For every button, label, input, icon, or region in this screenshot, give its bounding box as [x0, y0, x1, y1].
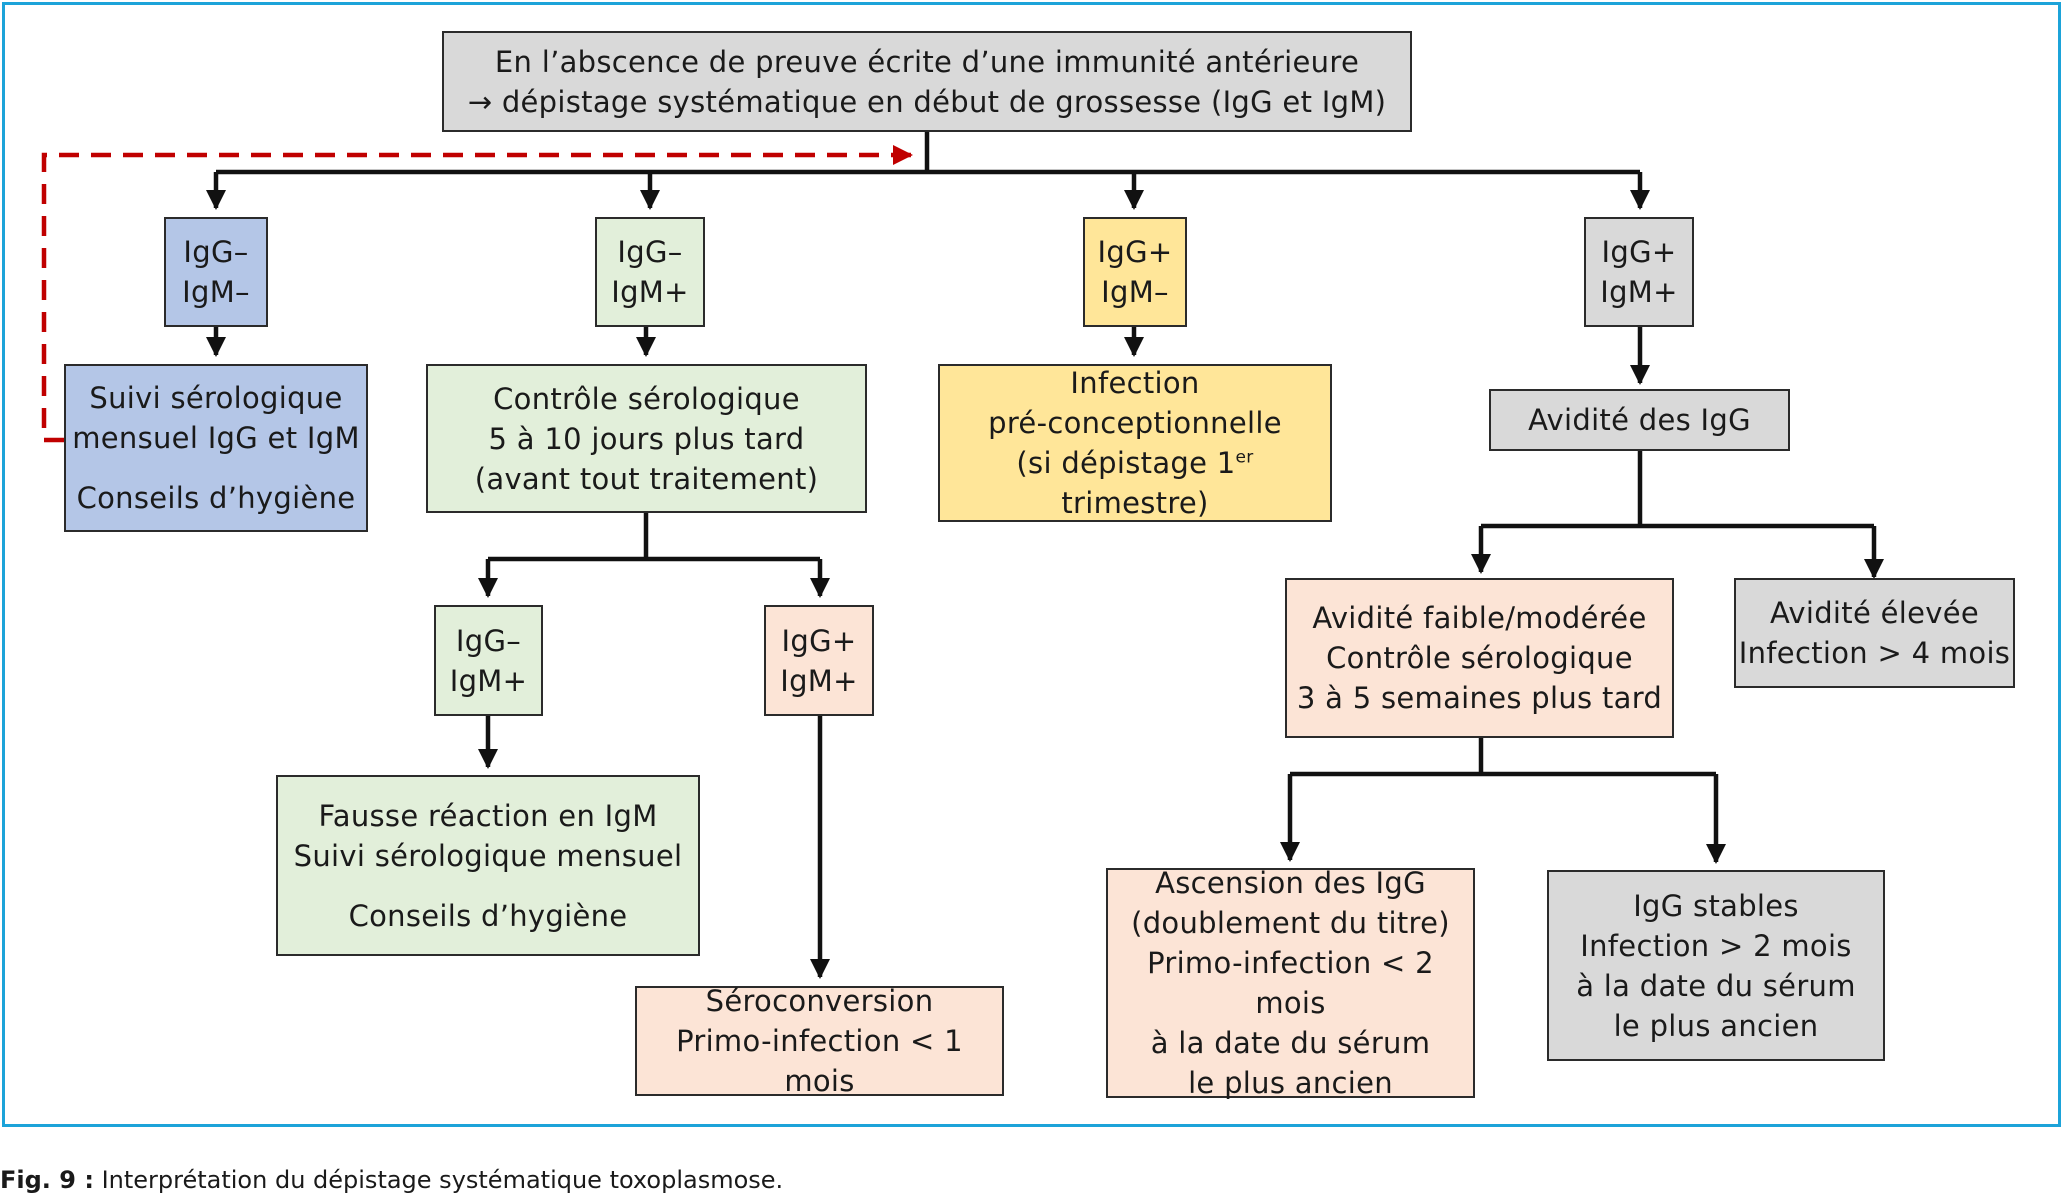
infection-line-2: pré-conceptionnelle	[988, 406, 1282, 440]
ascension-line-3: Primo-infection < 2 mois	[1147, 946, 1434, 1020]
result-igg-neg-igm-pos: IgG– IgM+	[595, 217, 705, 327]
result-igg-neg-igm-neg: IgG– IgM–	[164, 217, 268, 327]
infection-preconceptionnelle-box: Infection pré-conceptionnelle (si dépist…	[938, 364, 1332, 522]
result-igm-label: IgM–	[1101, 275, 1169, 309]
ascension-igg-box: Ascension des IgG (doublement du titre) …	[1106, 866, 1475, 1100]
root-line-2: → dépistage systématique en début de gro…	[467, 84, 1387, 119]
result-igm-label: IgM+	[780, 663, 858, 698]
avidite-faible-box: Avidité faible/modérée Contrôle sérologi…	[1285, 578, 1674, 738]
root-box: En l’abscence de preuve écrite d’une imm…	[442, 31, 1412, 132]
controle-line-1: Contrôle sérologique	[493, 381, 800, 416]
seroconversion-line-2: Primo-infection < 1 mois	[676, 1024, 963, 1098]
stables-line-1: IgG stables	[1633, 888, 1799, 923]
sub-igg-pos-igm-pos: IgG+ IgM+	[764, 605, 874, 716]
suivi-line-3: Conseils d’hygiène	[76, 481, 356, 515]
infection-line-3: (si dépistage 1er trimestre)	[1016, 446, 1254, 520]
result-igm-label: IgM–	[182, 275, 250, 309]
igg-stables-box: IgG stables Infection > 2 mois à la date…	[1547, 870, 1885, 1061]
suivi-serologique-box: Suivi sérologique mensuel IgG et IgM Con…	[64, 364, 368, 532]
result-igg-label: IgG–	[617, 235, 683, 269]
avidite-label: Avidité des IgG	[1528, 403, 1751, 437]
fausse-line-3: Conseils d’hygiène	[348, 898, 628, 933]
result-igg-label: IgG+	[1601, 235, 1677, 269]
controle-line-2: 5 à 10 jours plus tard	[488, 421, 805, 456]
suivi-line-1: Suivi sérologique	[89, 381, 343, 415]
fausse-line-1: Fausse réaction en IgM	[318, 798, 658, 833]
ascension-line-1: Ascension des IgG	[1155, 866, 1426, 900]
ascension-line-5: le plus ancien	[1188, 1066, 1393, 1100]
suivi-line-2: mensuel IgG et IgM	[72, 421, 360, 455]
figure-caption: Fig. 9 : Interprétation du dépistage sys…	[0, 1166, 783, 1194]
result-igm-label: IgM+	[1600, 275, 1678, 309]
result-igg-label: IgG–	[183, 235, 249, 269]
avidite-faible-line-2: Contrôle sérologique	[1326, 641, 1633, 675]
avidite-elevee-line-1: Avidité élevée	[1769, 596, 1980, 630]
fausse-line-2: Suivi sérologique mensuel	[293, 838, 683, 873]
result-igg-pos-igm-pos: IgG+ IgM+	[1584, 217, 1694, 327]
figure-frame	[2, 2, 2061, 1127]
result-igg-label: IgG–	[455, 623, 522, 658]
infection-line-1: Infection	[1070, 366, 1200, 400]
stables-line-2: Infection > 2 mois	[1580, 928, 1852, 963]
avidite-elevee-line-2: Infection > 4 mois	[1738, 636, 2011, 670]
result-igm-label: IgM+	[449, 663, 528, 698]
caption-text: Interprétation du dépistage systématique…	[93, 1166, 784, 1194]
avidite-igg-box: Avidité des IgG	[1489, 389, 1790, 451]
result-igg-label: IgG+	[1097, 235, 1173, 269]
avidite-faible-line-1: Avidité faible/modérée	[1312, 601, 1647, 635]
caption-label: Fig. 9 :	[0, 1166, 94, 1194]
result-igm-label: IgM+	[611, 275, 689, 309]
dashed-return-arrow	[41, 144, 914, 443]
stables-line-4: le plus ancien	[1613, 1008, 1819, 1043]
seroconversion-box: Séroconversion Primo-infection < 1 mois	[635, 984, 1004, 1098]
controle-line-3: (avant tout traitement)	[474, 461, 819, 496]
fausse-reaction-box: Fausse réaction en IgM Suivi sérologique…	[276, 775, 700, 956]
sub-igg-neg-igm-pos: IgG– IgM+	[434, 605, 543, 716]
avidite-elevee-box: Avidité élevée Infection > 4 mois	[1734, 578, 2015, 688]
ascension-line-4: à la date du sérum	[1150, 1026, 1431, 1060]
root-line-1: En l’abscence de preuve écrite d’une imm…	[494, 44, 1360, 79]
controle-serologique-box: Contrôle sérologique 5 à 10 jours plus t…	[426, 364, 867, 513]
stables-line-3: à la date du sérum	[1576, 968, 1856, 1003]
ascension-line-2: (doublement du titre)	[1131, 906, 1450, 940]
result-igg-label: IgG+	[781, 623, 857, 658]
avidite-faible-line-3: 3 à 5 semaines plus tard	[1296, 681, 1663, 715]
seroconversion-line-1: Séroconversion	[705, 984, 934, 1018]
result-igg-pos-igm-neg: IgG+ IgM–	[1083, 217, 1187, 327]
